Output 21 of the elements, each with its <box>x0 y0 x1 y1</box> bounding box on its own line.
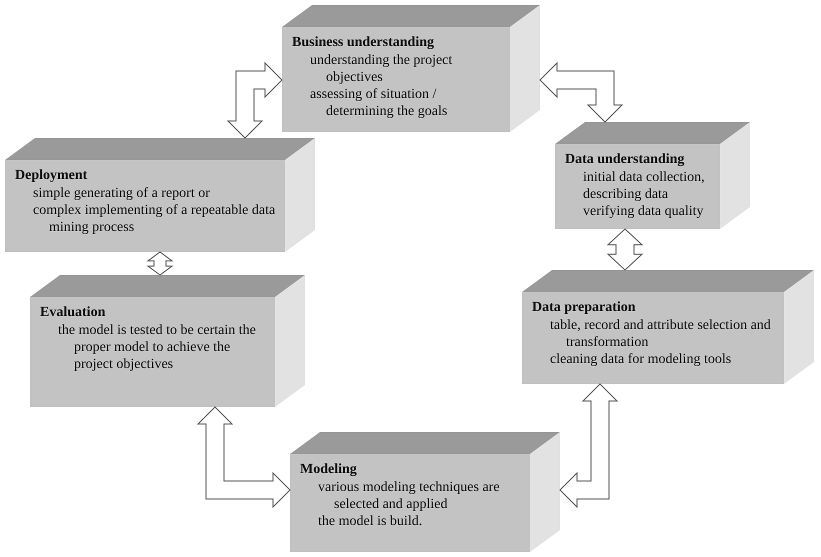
bullet-text: initial data collection, <box>582 169 706 186</box>
bullet-text: verifying data quality <box>582 203 705 220</box>
bullet-text: assessing of situation / determining the goals <box>309 86 448 120</box>
box-heading: Business understanding <box>292 34 436 51</box>
bullet-text: simple generating of a report or <box>32 185 211 202</box>
box-heading: Evaluation <box>40 304 106 321</box>
double-arrow <box>539 62 624 123</box>
bullet-text: the model is tested to be certain the proper model to achieve the project objectives <box>57 322 257 373</box>
double-arrow <box>559 383 618 508</box>
bullet-text: complex implementing of a repeatable data mining process <box>32 202 276 236</box>
double-arrow <box>196 406 291 508</box>
box-heading: Data understanding <box>565 151 686 168</box>
bullet-text: the model is build. <box>317 513 424 530</box>
bullet-text: cleaning data for modeling tools <box>549 351 732 368</box>
double-arrow <box>226 62 283 139</box>
bullet-text: describing data <box>582 186 670 203</box>
double-arrow <box>606 228 644 271</box>
double-arrow <box>146 251 174 276</box>
box-heading: Data preparation <box>532 299 637 316</box>
box-heading: Deployment <box>15 167 88 184</box>
box-heading: Modeling <box>300 461 358 478</box>
